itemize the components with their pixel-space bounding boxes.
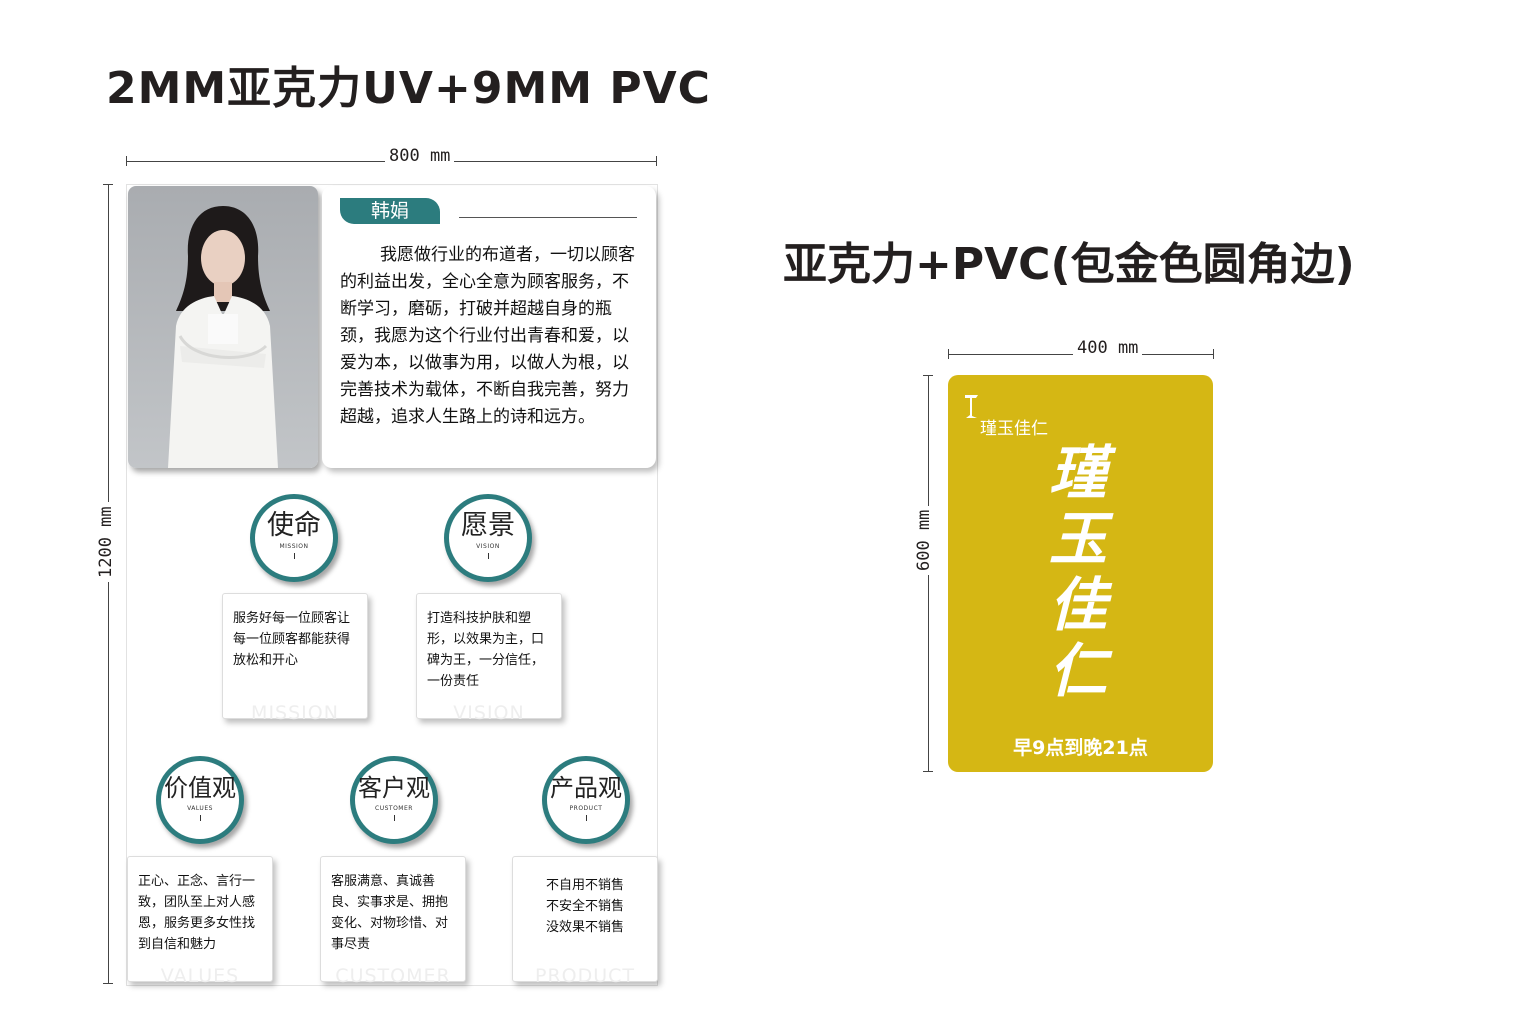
product-subtitle: PRODUCT xyxy=(569,805,603,812)
customer-title: 客户观 xyxy=(358,774,430,802)
vision-card: 打造科技护肤和塑形，以效果为主，口碑为王，一分信任，一份责任 VISION xyxy=(416,593,562,724)
customer-subtitle: CUSTOMER xyxy=(375,805,413,812)
product-title: 产品观 xyxy=(550,774,622,802)
values-text: 正心、正念、言行一致，团队至上对人感恩，服务更多女性找到自信和魅力 xyxy=(138,874,256,952)
vision-text: 打造科技护肤和塑形，以效果为主，口碑为王，一分信任，一份责任 xyxy=(427,611,545,689)
vision-subtitle: VISION xyxy=(476,543,500,550)
sign-title-char: 瑾 xyxy=(1048,439,1107,507)
store-sign xyxy=(948,375,1213,772)
customer-text: 客服满意、真诚善良、实事求是、拥抱变化、对物珍惜、对事尽责 xyxy=(331,874,449,952)
dimension-tick xyxy=(923,375,933,376)
values-title: 价值观 xyxy=(164,774,236,802)
sign-title: 瑾 玉 佳 仁 xyxy=(1038,440,1118,704)
vision-circle: 愿景 VISION xyxy=(444,494,532,582)
person-illustration xyxy=(168,206,278,468)
customer-card: 客服满意、真诚善良、实事求是、拥抱变化、对物珍惜、对事尽责 CUSTOMER xyxy=(320,856,466,987)
profile-photo xyxy=(128,186,318,468)
product-watermark: PRODUCT xyxy=(534,965,636,987)
dimension-tick xyxy=(1213,349,1214,359)
circle-mark xyxy=(585,815,587,821)
dimension-tick xyxy=(948,349,949,359)
product-card: 不自用不销售 不安全不销售 没效果不销售 PRODUCT xyxy=(512,856,658,987)
sign-height-label: 600 mm xyxy=(914,505,934,575)
mission-title: 使命 xyxy=(267,510,321,541)
circle-mark xyxy=(393,815,395,821)
customer-circle: 客户观 CUSTOMER xyxy=(350,756,438,844)
profile-bio: 我愿做行业的布道者，一切以顾客的利益出发，全心全意为顾客服务，不断学习，磨砺，打… xyxy=(340,245,635,427)
vision-watermark: VISION xyxy=(453,702,525,724)
product-text: 不自用不销售 不安全不销售 没效果不销售 xyxy=(545,878,624,935)
product-circle: 产品观 PRODUCT xyxy=(542,756,630,844)
customer-watermark: CUSTOMER xyxy=(335,965,451,987)
sign-hours: 早9点到晚21点 xyxy=(1013,737,1148,759)
dimension-tick xyxy=(103,184,113,185)
circle-mark xyxy=(487,553,489,559)
dimension-tick xyxy=(103,983,113,984)
page-title-right: 亚克力+PVC(包金色圆角边) xyxy=(783,239,1355,290)
dimension-tick xyxy=(656,156,657,166)
sign-logo-text: 瑾玉佳仁 xyxy=(980,419,1048,439)
sign-title-char: 玉 xyxy=(1048,505,1107,573)
name-divider xyxy=(459,217,637,218)
profile-name: 韩娟 xyxy=(340,198,440,224)
circle-mark xyxy=(293,553,295,559)
values-subtitle: VALUES xyxy=(187,805,213,812)
values-circle: 价值观 VALUES xyxy=(156,756,244,844)
mission-card: 服务好每一位顾客让每一位顾客都能获得放松和开心 MISSION xyxy=(222,593,368,724)
values-card: 正心、正念、言行一致，团队至上对人感恩，服务更多女性找到自信和魅力 VALUES xyxy=(127,856,273,987)
board-height-dimension-line xyxy=(108,184,109,984)
sign-title-char: 仁 xyxy=(1048,637,1107,705)
vision-title: 愿景 xyxy=(461,510,515,541)
board-width-label: 800 mm xyxy=(385,146,455,166)
mission-circle: 使命 MISSION xyxy=(250,494,338,582)
bio-card xyxy=(322,186,656,468)
sign-title-char: 佳 xyxy=(1048,571,1107,639)
logo-icon xyxy=(964,392,980,420)
page-title-left: 2MM亚克力UV+9MM PVC xyxy=(106,63,711,114)
values-watermark: VALUES xyxy=(160,965,240,987)
mission-text: 服务好每一位顾客让每一位顾客都能获得放松和开心 xyxy=(233,611,351,668)
sign-width-label: 400 mm xyxy=(1073,338,1143,358)
mission-subtitle: MISSION xyxy=(279,543,309,550)
mission-watermark: MISSION xyxy=(251,702,339,724)
dimension-tick xyxy=(126,156,127,166)
dimension-tick xyxy=(923,771,933,772)
board-height-label: 1200 mm xyxy=(96,502,116,582)
circle-mark xyxy=(199,815,201,821)
